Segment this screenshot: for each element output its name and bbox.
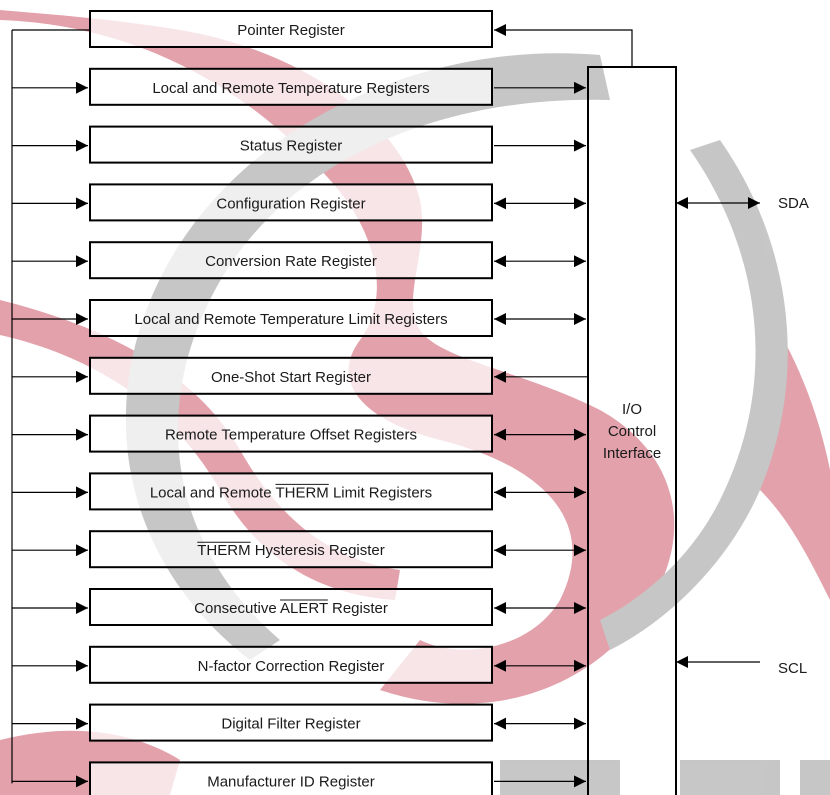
register-3: Configuration Register [12, 183, 586, 222]
register-box [89, 241, 493, 280]
register-13: Manufacturer ID Register [12, 761, 586, 795]
register-box [89, 299, 493, 337]
register-label: Local and Remote Temperature Limit Regis… [134, 311, 447, 328]
register-label: Manufacturer ID Register [207, 773, 375, 790]
register-8: Local and Remote THERM Limit Registers [12, 472, 586, 511]
register-box [89, 125, 493, 164]
register-label: THERM Hysteresis Register [197, 542, 385, 559]
register-box [89, 761, 493, 795]
io-label-line-2: Control [608, 423, 656, 440]
watermark-gray-block-1 [500, 760, 620, 795]
register-label: Consecutive ALERT Register [194, 600, 388, 617]
io-label-line-3: Interface [603, 445, 661, 462]
watermark-gray-arc-right [600, 140, 788, 650]
watermark-gray-block-2 [680, 760, 780, 795]
register-12: Digital Filter Register [12, 703, 586, 742]
register-box [89, 67, 493, 106]
pointer-link [494, 24, 633, 67]
register-box [89, 472, 493, 511]
connection-wires [11, 29, 90, 784]
register-1: Local and Remote Temperature Registers [12, 67, 586, 106]
register-4: Conversion Rate Register [12, 241, 586, 280]
register-box [89, 356, 493, 395]
register-label: Digital Filter Register [221, 716, 360, 733]
register-5: Local and Remote Temperature Limit Regis… [12, 299, 586, 337]
register-label: Remote Temperature Offset Registers [165, 427, 417, 444]
register-label: Local and Remote THERM Limit Registers [150, 484, 432, 501]
register-box [89, 10, 493, 48]
register-label: Pointer Register [237, 22, 345, 39]
register-label: Local and Remote Temperature Registers [152, 80, 429, 97]
register-label: Status Register [240, 138, 343, 155]
register-7: Remote Temperature Offset Registers [12, 414, 586, 453]
register-box [89, 588, 493, 626]
register-box [89, 183, 493, 222]
register-11: N-factor Correction Register [12, 645, 586, 684]
register-box [89, 530, 493, 569]
sda-label: SDA [778, 195, 809, 212]
sda-signal: SDA [676, 195, 809, 212]
register-label: Configuration Register [216, 195, 365, 212]
register-0: Pointer Register [89, 10, 633, 67]
io-control-box [587, 66, 677, 795]
scl-signal: SCL [676, 656, 807, 677]
register-label: One-Shot Start Register [211, 369, 371, 386]
register-box [89, 645, 493, 684]
register-9: THERM Hysteresis Register [12, 530, 586, 569]
register-label: Conversion Rate Register [205, 253, 377, 270]
register-10: Consecutive ALERT Register [12, 588, 586, 626]
register-box [89, 703, 493, 742]
register-label: N-factor Correction Register [198, 658, 385, 675]
register-6: One-Shot Start Register [12, 356, 588, 395]
scl-label: SCL [778, 660, 807, 677]
io-control-interface: I/O Control Interface [587, 66, 677, 795]
register-2: Status Register [12, 125, 586, 164]
register-box [89, 414, 493, 453]
watermark-gray-block-3 [800, 760, 830, 795]
io-label-line-1: I/O [622, 401, 642, 418]
